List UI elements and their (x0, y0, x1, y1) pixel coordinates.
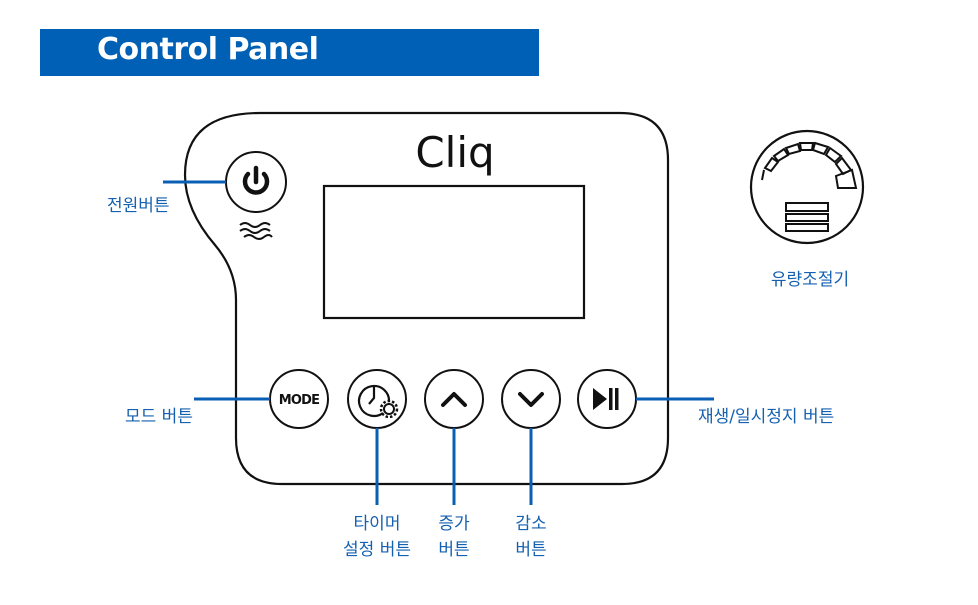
flow-dial-label: 유량조절기 (770, 270, 850, 290)
increase-button[interactable] (424, 369, 484, 429)
decrease-button-label-line2: 버튼 (515, 540, 547, 560)
brand-logo: Cliq (415, 128, 494, 177)
power-icon (242, 165, 270, 195)
power-button[interactable] (225, 151, 287, 213)
water-waves-icon (239, 222, 273, 240)
timer-button-label-line1: 타이머 (353, 514, 401, 534)
mode-button-label: 모드 버튼 (125, 407, 193, 427)
leader-lines (163, 180, 714, 505)
page-title: Control Panel (97, 32, 319, 67)
clock-gear-icon (357, 384, 399, 419)
flow-dial-icon (761, 141, 858, 232)
mode-text: MODE (279, 393, 319, 408)
chevron-up-icon (441, 392, 467, 407)
title-bar: Control Panel (40, 29, 539, 76)
chevron-down-icon (518, 392, 544, 407)
flow-dial[interactable] (749, 129, 865, 245)
decrease-button-label-line1: 감소 (515, 514, 547, 534)
power-button-label: 전원버튼 (107, 196, 170, 216)
play-pause-icon (593, 388, 619, 410)
lcd-display (322, 184, 586, 320)
increase-button-label-line1: 증가 (438, 514, 470, 534)
play-pause-button[interactable] (577, 369, 637, 429)
increase-button-label-line2: 버튼 (438, 540, 470, 560)
timer-settings-button[interactable] (347, 369, 407, 429)
device-outline (183, 111, 670, 486)
mode-button[interactable]: MODE (269, 369, 329, 429)
decrease-button[interactable] (501, 369, 561, 429)
play-pause-button-label: 재생/일시정지 버튼 (698, 407, 835, 427)
timer-button-label-line2: 설정 버튼 (343, 540, 411, 560)
